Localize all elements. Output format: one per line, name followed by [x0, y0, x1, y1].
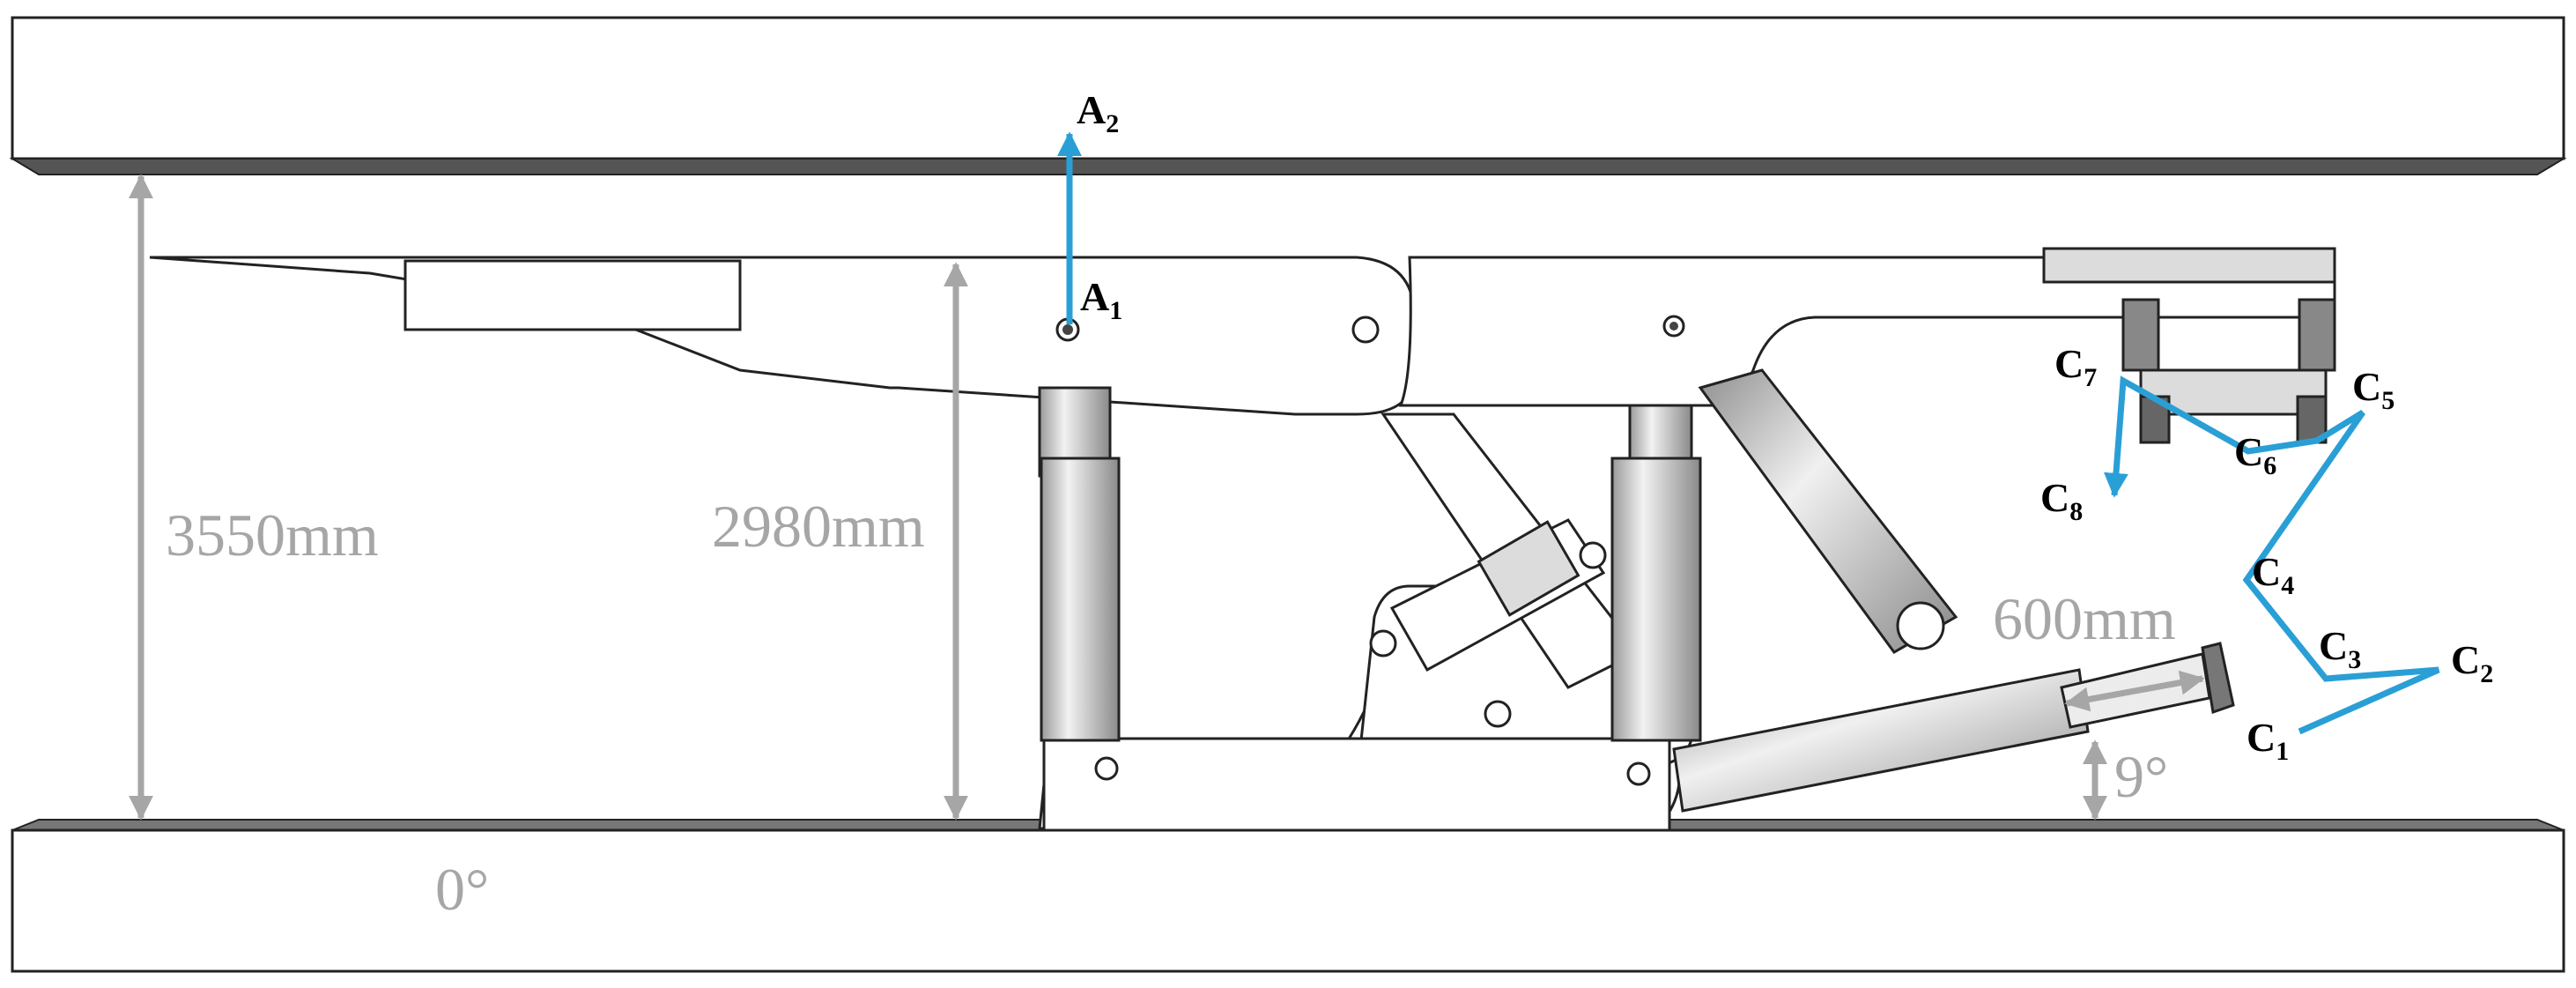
lemniscate-links [1381, 412, 1641, 689]
balance-jack [1698, 368, 1958, 654]
side-guard-rollers [2121, 298, 2336, 444]
roof-plate [9, 16, 2567, 175]
front-leg [1038, 386, 1121, 742]
dimension-lines [129, 174, 2205, 821]
label-c8: C8 [2040, 475, 2083, 526]
rear-leg [1610, 404, 1702, 742]
canopy-height-label: 2980mm [712, 493, 925, 560]
canopy-beam [149, 247, 2336, 416]
stroke-arrow [2064, 670, 2205, 712]
base-frame [1038, 584, 1695, 832]
label-c7: C7 [2054, 341, 2097, 392]
roof-height-label: 3550mm [166, 501, 379, 568]
stroke-label: 600mm [1993, 585, 2176, 652]
label-c3: C3 [2319, 623, 2361, 674]
label-a2: A2 [1077, 87, 1119, 138]
label-a1: A1 [1080, 274, 1122, 325]
label-c1: C1 [2247, 715, 2289, 766]
label-c2: C2 [2451, 637, 2493, 688]
pusher-angle-label: 9° [2114, 743, 2168, 810]
label-c5: C5 [2352, 364, 2395, 415]
label-c4: C4 [2252, 549, 2294, 600]
trajectory-c-path [2103, 375, 2440, 735]
floor-angle-label: 0° [435, 856, 489, 923]
floor-plate [11, 819, 2565, 973]
pin-holes [1055, 315, 1685, 786]
label-c6: C6 [2234, 429, 2276, 480]
